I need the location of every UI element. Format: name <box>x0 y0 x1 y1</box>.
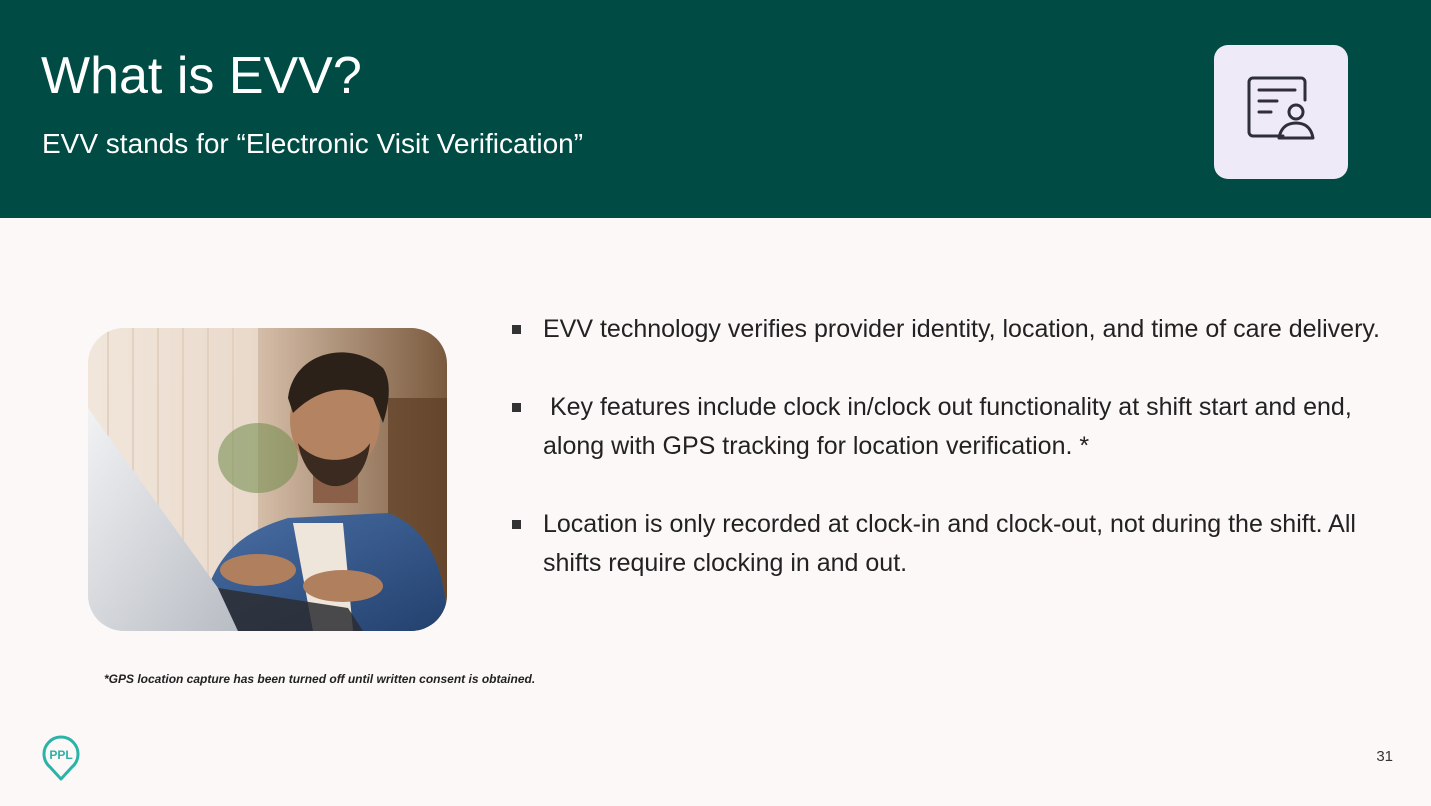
profile-document-icon <box>1247 76 1315 140</box>
list-item: Key features include clock in/clock out … <box>510 388 1400 466</box>
ppl-location-pin-logo: PPL <box>42 735 80 781</box>
bullet-square-icon <box>512 325 521 334</box>
page-number: 31 <box>1376 748 1393 765</box>
slide-subtitle: EVV stands for “Electronic Visit Verific… <box>42 128 584 159</box>
icon-card <box>1214 45 1348 179</box>
man-typing-on-laptop-photo <box>88 328 447 631</box>
bullet-text: Key features include clock in/clock out … <box>543 393 1359 460</box>
bullet-square-icon <box>512 520 521 529</box>
bullet-square-icon <box>512 403 521 412</box>
list-item: Location is only recorded at clock-in an… <box>510 505 1400 583</box>
header-banner: What is EVV? EVV stands for “Electronic … <box>0 0 1431 218</box>
bullet-text: EVV technology verifies provider identit… <box>543 315 1380 343</box>
list-item: EVV technology verifies provider identit… <box>510 310 1400 349</box>
logo-text: PPL <box>49 748 72 762</box>
bullet-text: Location is only recorded at clock-in an… <box>543 510 1356 577</box>
slide-title: What is EVV? <box>41 47 362 105</box>
footnote: *GPS location capture has been turned of… <box>104 672 536 686</box>
bullet-list: EVV technology verifies provider identit… <box>510 310 1400 622</box>
